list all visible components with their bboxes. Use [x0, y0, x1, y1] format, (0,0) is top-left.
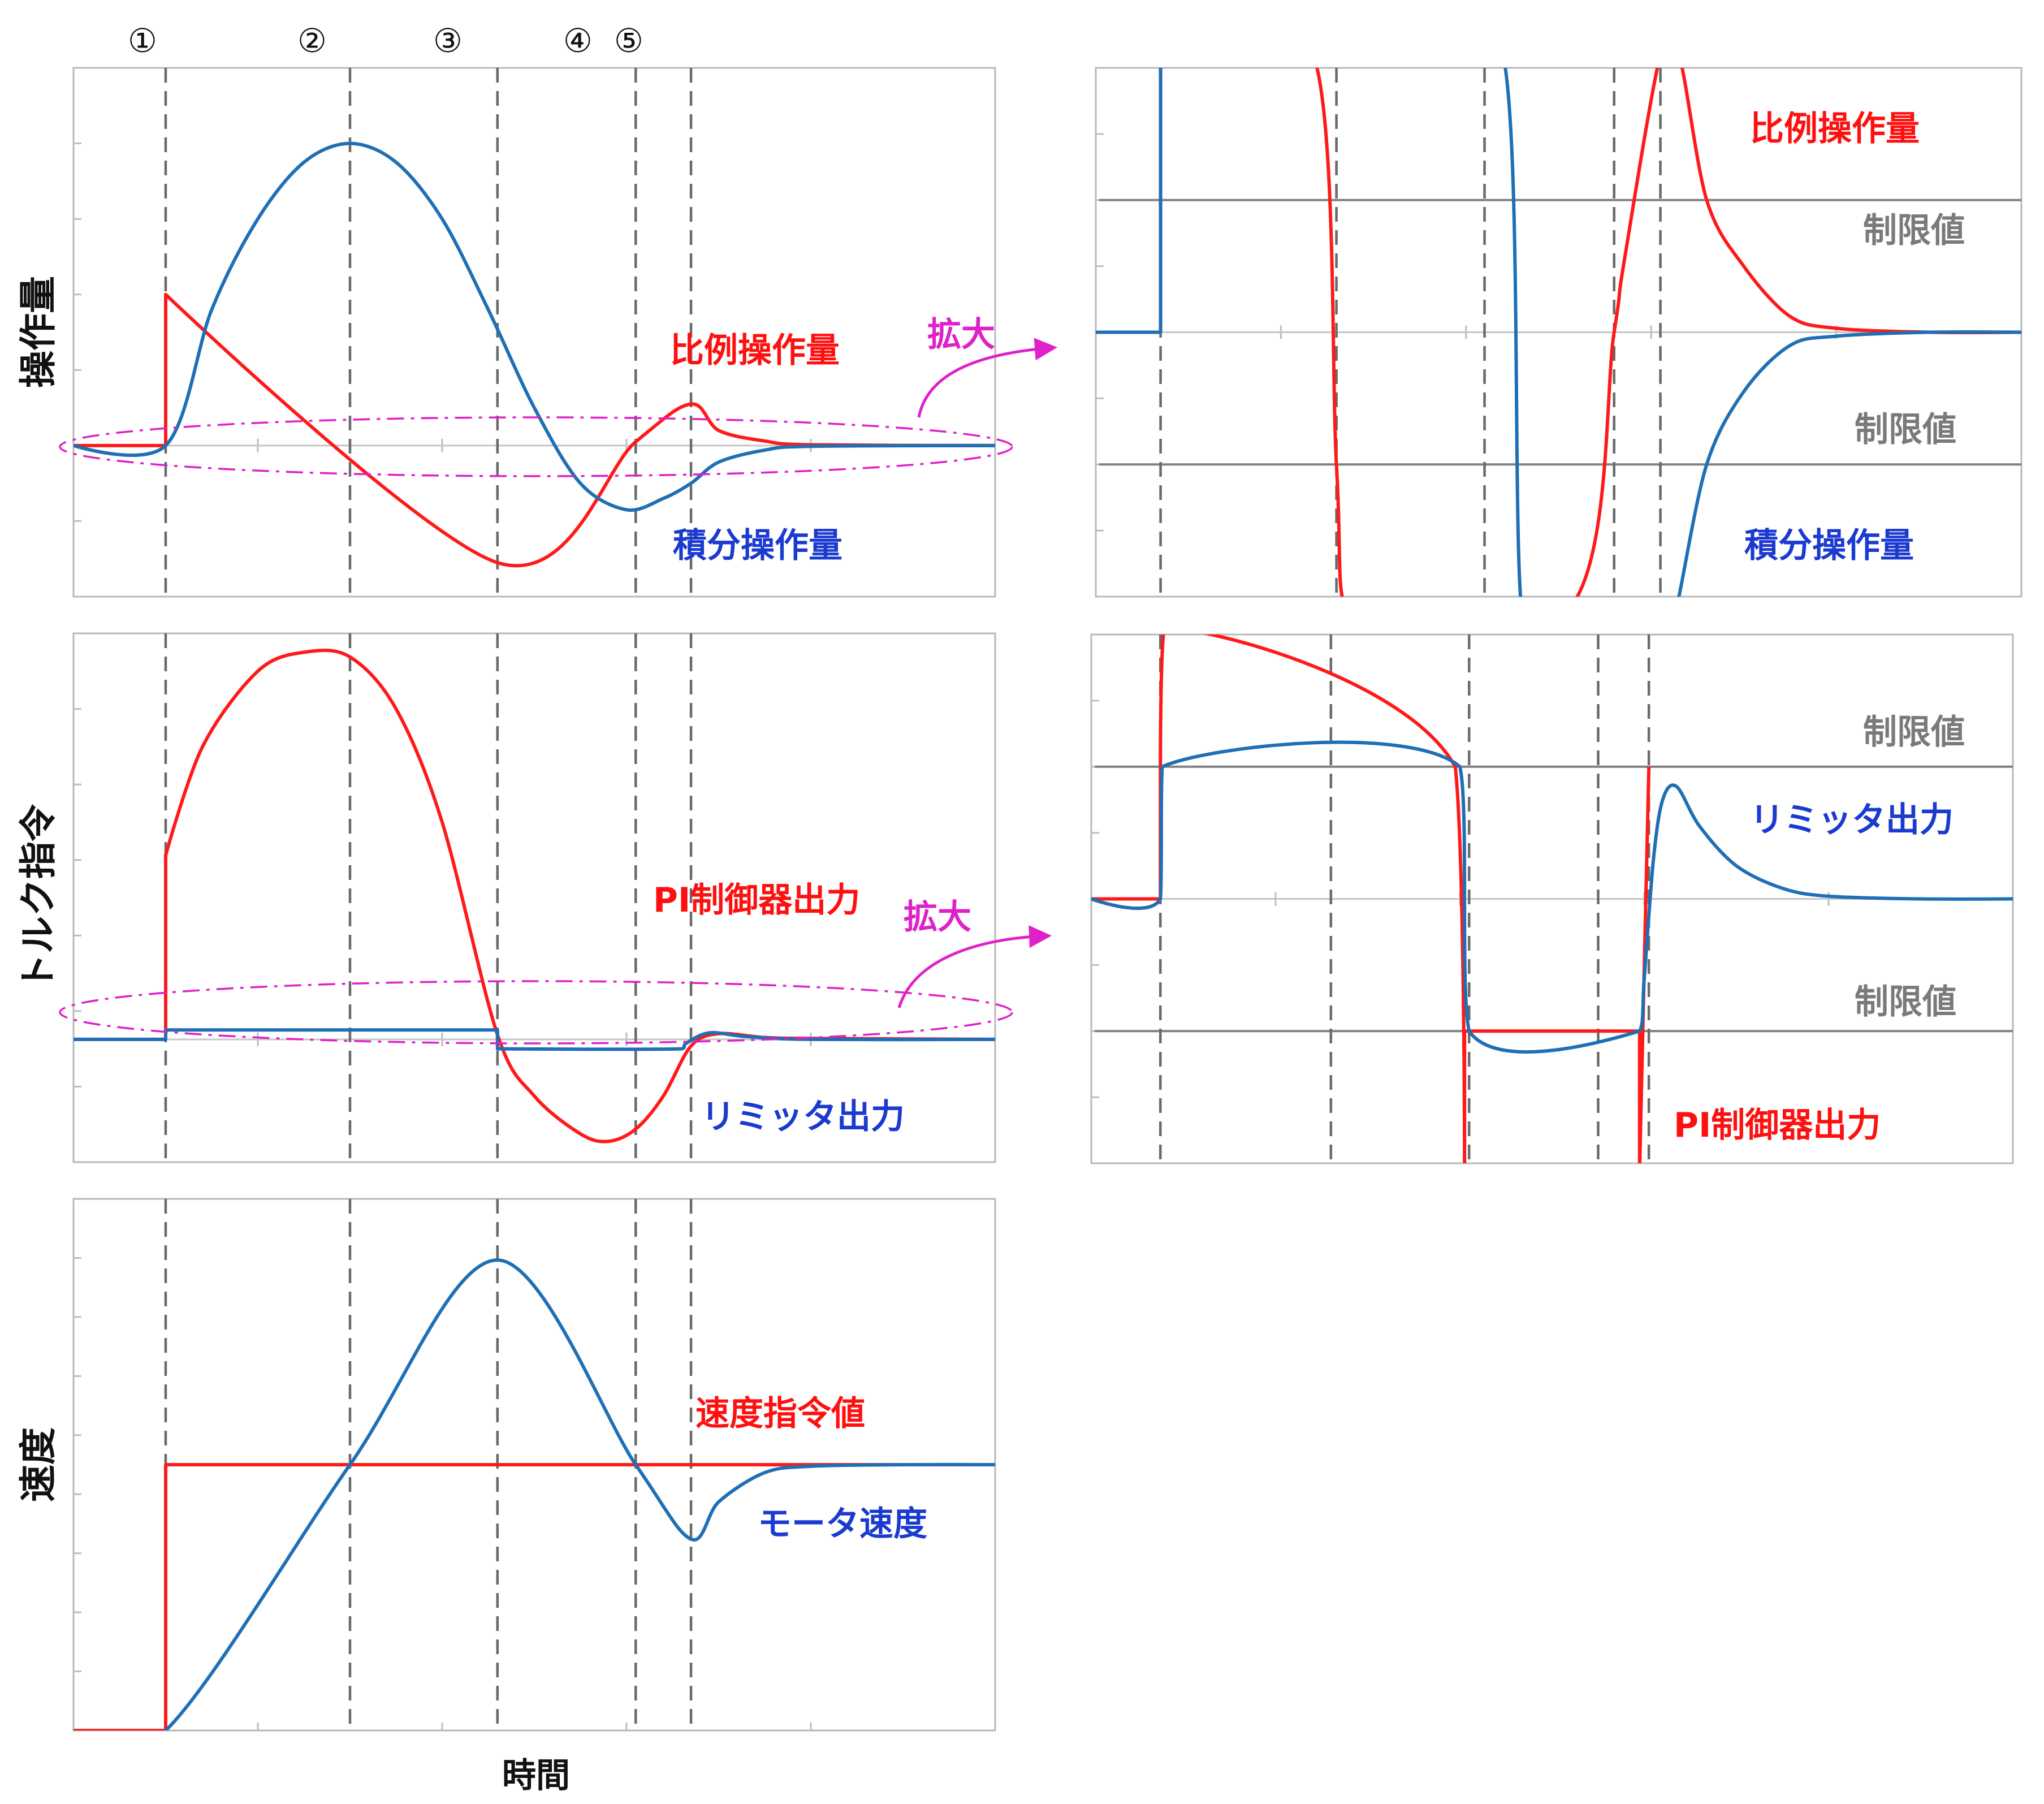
series-label-motor-speed: モータ速度 — [758, 1504, 927, 1544]
x-axis-label: 時間 — [502, 1756, 570, 1796]
series-line-blue — [1096, 68, 2021, 597]
series-line-red — [74, 292, 995, 568]
limit-lines — [1099, 198, 2021, 466]
event-marker-2: ② — [297, 21, 327, 60]
series-line-blue — [1091, 740, 2013, 1054]
series-group — [74, 141, 995, 568]
zoom-label: 拡大 — [904, 897, 971, 937]
y-axis-label: トルク指令 — [16, 804, 60, 991]
series-label-proportional: 比例操作量 — [1750, 109, 1920, 149]
limit-label-upper: 制限値 — [1863, 713, 1965, 752]
manipulated-variable-zoom-panel: 比例操作量 制限値 制限値 積分操作量 — [1095, 67, 2023, 598]
panel-frame — [72, 632, 996, 1163]
torque-command-zoom-panel: 制限値 リミッタ出力 制限値 PI制御器出力 — [1090, 633, 2014, 1164]
series-label-speed-command: 速度指令値 — [695, 1394, 865, 1434]
limit-label-lower: 制限値 — [1855, 982, 1956, 1022]
limit-label-upper: 制限値 — [1863, 211, 1965, 251]
series-label-limiter-output: リミッタ出力 — [701, 1097, 905, 1137]
series-group — [74, 648, 995, 1143]
event-marker-4: ④ — [563, 21, 593, 60]
speed-panel: 速度 速度指令値 モータ速度 時間 — [16, 1198, 996, 1796]
torque-command-panel: トルク指令 PI制御器出力 リミッタ出力 拡大 — [16, 632, 1052, 1163]
series-line-blue — [74, 1258, 995, 1730]
zoom-label: 拡大 — [927, 315, 995, 355]
series-label-pi-output: PI制御器出力 — [1674, 1106, 1881, 1145]
series-label-integral: 積分操作量 — [673, 526, 842, 566]
y-axis-label: 操作量 — [16, 276, 60, 388]
series-line-blue — [74, 1028, 995, 1051]
zoom-region-ellipse — [59, 980, 1013, 1045]
event-marker-5: ⑤ — [614, 21, 643, 60]
series-group — [74, 1258, 995, 1730]
series-label-proportional: 比例操作量 — [670, 331, 840, 370]
panel-frame — [72, 67, 996, 598]
event-marker-labels: ① ② ③ ④ ⑤ — [128, 21, 643, 60]
series-group — [1096, 68, 2021, 597]
series-line-red — [1096, 68, 2021, 597]
axis-ticks — [74, 1257, 812, 1730]
manipulated-variable-panel: 操作量 比例操作量 積分操作量 拡大 — [16, 67, 1057, 598]
event-marker-3: ③ — [433, 21, 463, 60]
series-line-red — [1091, 635, 1651, 1163]
series-label-limiter-output: リミッタ出力 — [1750, 800, 1954, 840]
limit-label-lower: 制限値 — [1855, 410, 1956, 450]
event-marker-1: ① — [128, 21, 157, 60]
series-group — [1091, 635, 2013, 1163]
series-line-blue — [74, 141, 995, 512]
zoom-arrow — [897, 925, 1052, 1008]
y-axis-label: 速度 — [16, 1427, 60, 1502]
series-label-pi-output: PI制御器出力 — [653, 881, 860, 920]
series-label-integral: 積分操作量 — [1744, 526, 1914, 566]
zoom-arrow — [917, 338, 1057, 418]
zoom-region-ellipse — [59, 416, 1013, 477]
